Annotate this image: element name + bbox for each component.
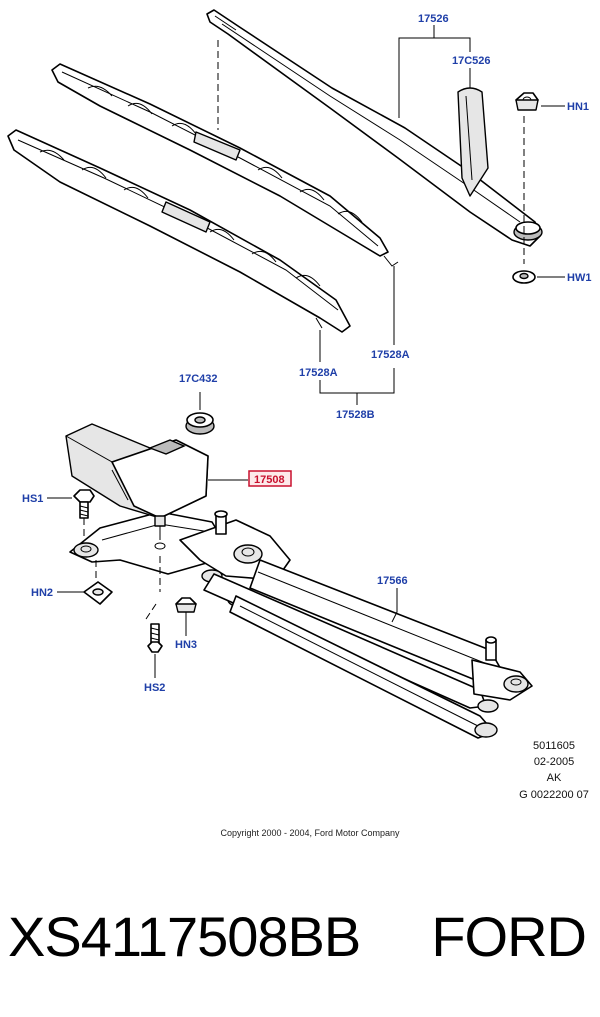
callout-17528a-left: 17528A [299,367,338,379]
wiper-blade-upper [51,63,399,267]
callout-17526: 17526 [418,13,449,25]
part-number: XS4117508BB [8,904,361,968]
callout-hn2: HN2 [31,587,53,599]
motor-assembly [47,392,533,739]
callout-hw1: HW1 [567,272,591,284]
info-line-2: 02-2005 [534,756,574,768]
callout-17528b: 17528B [336,409,375,421]
callout-hs1: HS1 [22,493,43,505]
drawing-info-block: 5011605 02-2005 AK G 0022200 07 [519,740,589,801]
wiper-parts-diagram: 17526 17C526 HN1 HW1 17528A 17528A 17528… [7,9,591,838]
callout-hn1: HN1 [567,101,589,113]
info-line-1: 5011605 [533,740,575,752]
callout-hs2: HS2 [144,682,165,694]
callout-17c432: 17C432 [179,373,218,385]
callout-17508[interactable]: 17508 [254,474,285,486]
hw1-washer [512,270,536,284]
callout-17528a-right: 17528A [371,349,410,361]
callout-17c526: 17C526 [452,55,491,67]
callout-hn3: HN3 [175,639,197,651]
hn1-nut [515,92,539,111]
wiper-arm [206,9,543,247]
copyright-text: Copyright 2000 - 2004, Ford Motor Compan… [220,828,400,838]
callout-17566: 17566 [377,575,408,587]
callout-17508-highlight[interactable]: 17508 [248,470,292,487]
arm-bracket-lines [398,25,565,278]
blade-bracket-lines [319,266,395,405]
brand-name: FORD [431,904,587,968]
wiper-blade-lower [7,129,351,333]
info-line-3: AK [547,772,562,784]
info-line-4: G 0022200 07 [519,789,589,801]
part-number-footer: XS4117508BB FORD [0,896,600,976]
